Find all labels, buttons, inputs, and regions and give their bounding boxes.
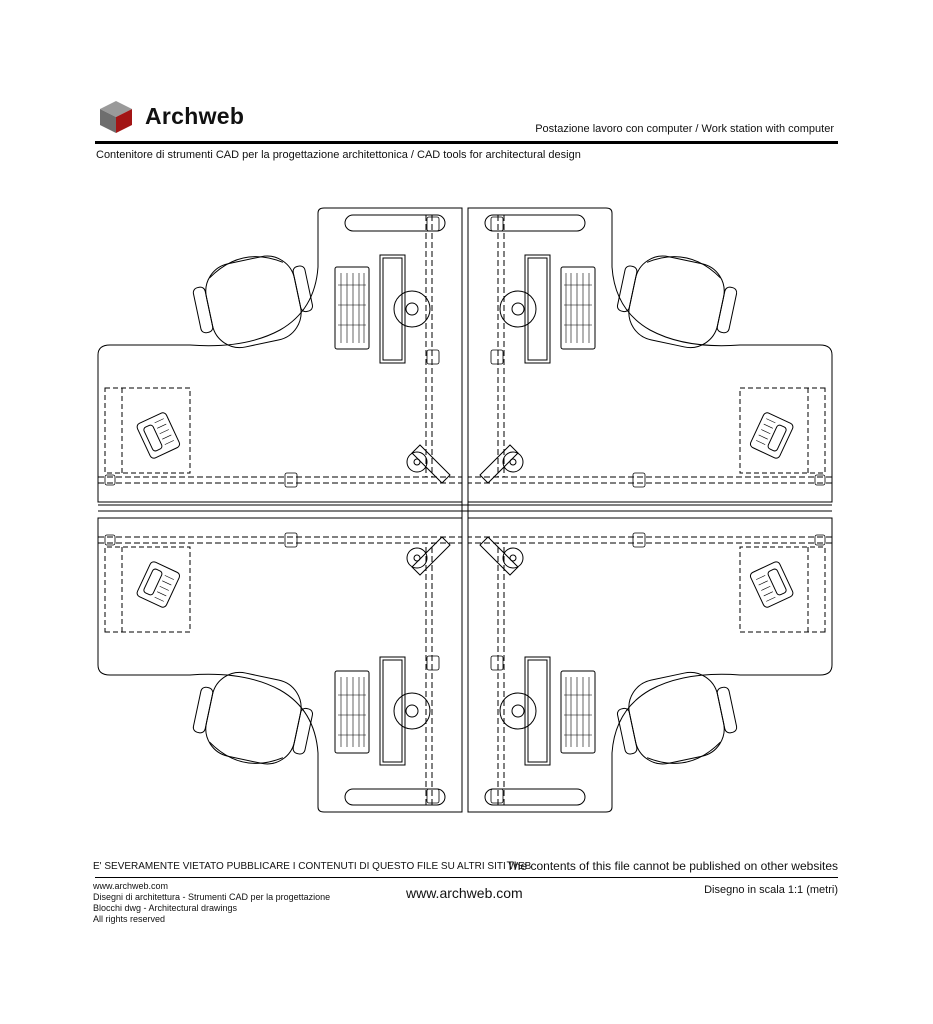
workstation-plan <box>97 207 833 813</box>
footer-rule <box>95 877 838 878</box>
copyright-warning-italian: E' SEVERAMENTE VIETATO PUBBLICARE I CONT… <box>93 861 532 872</box>
footer-credit-line: Blocchi dwg - Architectural drawings <box>93 903 238 913</box>
drawing-title: Postazione lavoro con computer / Work st… <box>535 123 834 135</box>
footer-credit-line: www.archweb.com <box>93 881 169 891</box>
footer-credit-line: All rights reserved <box>93 914 166 924</box>
header-rule <box>95 141 838 144</box>
subtitle: Contenitore di strumenti CAD per la prog… <box>96 149 581 161</box>
footer-url: www.archweb.com <box>406 885 523 901</box>
footer-credits: www.archweb.com Disegni di architettura … <box>93 881 330 925</box>
brand-name: Archweb <box>145 103 245 129</box>
scale-note: Disegno in scala 1:1 (metri) <box>704 884 838 896</box>
copyright-warning-english: The contents of this file cannot be publ… <box>506 859 838 873</box>
footer-credit-line: Disegni di architettura - Strumenti CAD … <box>93 892 331 902</box>
archweb-logo-icon <box>100 101 132 133</box>
